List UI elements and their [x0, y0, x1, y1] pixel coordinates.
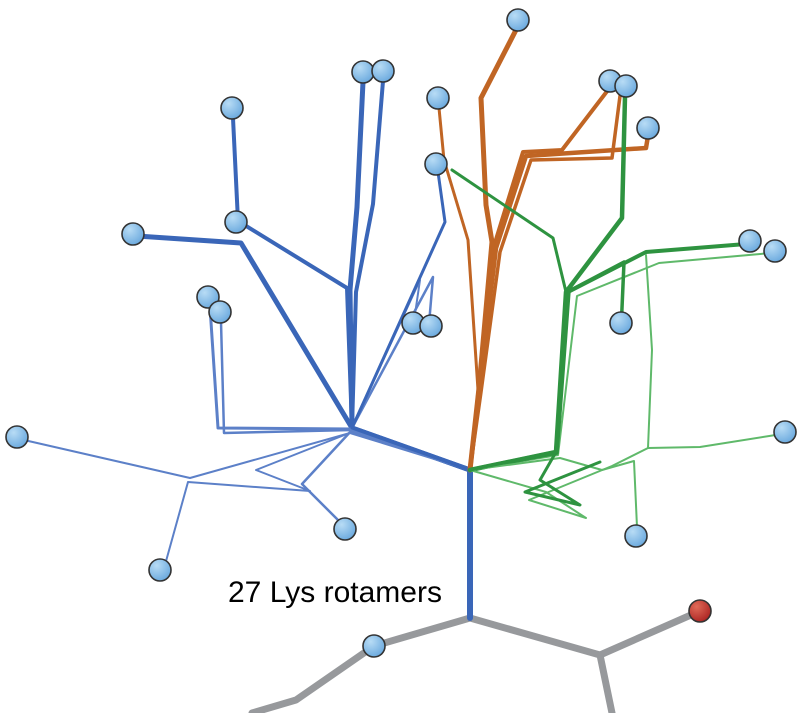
oxygen-atom-sphere[interactable] [688, 599, 712, 623]
nitrogen-atom-sphere[interactable] [614, 74, 638, 98]
bond-blue_light [350, 275, 472, 472]
bond-gray [596, 651, 616, 713]
nitrogen-atom-sphere[interactable] [763, 239, 787, 263]
nitrogen-atom-sphere[interactable] [738, 229, 762, 253]
bond-blue [134, 233, 473, 473]
bond-blue [350, 79, 472, 472]
nitrogen-atom-sphere[interactable] [351, 60, 375, 84]
bond-blue_light [162, 431, 471, 573]
bond-blue_light [23, 432, 471, 479]
nitrogen-atom-sphere[interactable] [624, 524, 648, 548]
bond-blue_light [219, 320, 472, 472]
bond-orange [437, 106, 480, 472]
bond-green [468, 242, 748, 472]
nitrogen-atom-sphere[interactable] [609, 311, 633, 335]
bond-blue [350, 170, 472, 472]
nitrogen-atom-sphere[interactable] [419, 314, 443, 338]
nitrogen-atom-sphere[interactable] [333, 517, 357, 541]
nitrogen-atom-sphere[interactable] [362, 634, 386, 658]
nitrogen-atom-sphere[interactable] [371, 59, 395, 83]
bond-blue [347, 79, 473, 473]
nitrogen-atom-sphere[interactable] [148, 558, 172, 582]
nitrogen-atom-sphere[interactable] [426, 86, 450, 110]
bond-gray [370, 607, 704, 659]
bond-green [450, 168, 568, 294]
bond-green_light [469, 252, 772, 471]
rotamer-count-label: 27 Lys rotamers [228, 576, 442, 609]
bond-gray [248, 642, 378, 713]
atom-layer [5, 8, 797, 658]
bond-green [468, 450, 602, 507]
nitrogen-atom-sphere[interactable] [506, 8, 530, 32]
nitrogen-atom-sphere[interactable] [424, 152, 448, 176]
bond-orange [468, 94, 622, 472]
bond-green_light [469, 433, 783, 519]
nitrogen-atom-sphere[interactable] [208, 300, 232, 324]
bond-layer [23, 25, 783, 713]
bond-green_light [469, 457, 638, 528]
nitrogen-atom-sphere[interactable] [773, 420, 797, 444]
nitrogen-atom-sphere[interactable] [121, 222, 145, 246]
nitrogen-atom-sphere[interactable] [5, 425, 29, 449]
bond-green_light [645, 254, 653, 449]
nitrogen-atom-sphere[interactable] [220, 96, 244, 120]
nitrogen-atom-sphere[interactable] [224, 210, 248, 234]
nitrogen-atom-sphere[interactable] [636, 116, 660, 140]
